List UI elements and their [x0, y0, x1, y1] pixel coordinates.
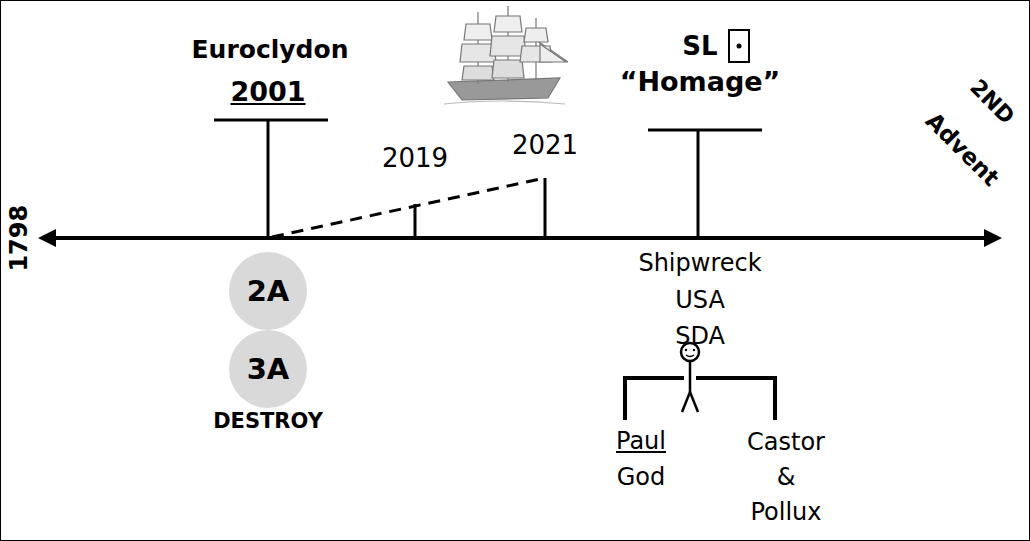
bracket — [625, 378, 684, 420]
circle-label: 2A — [247, 274, 290, 308]
timeline-label: Shipwreck — [638, 250, 761, 276]
bracket — [696, 378, 775, 420]
timeline-axis — [52, 236, 988, 240]
dot — [737, 44, 742, 49]
timeline-label: SDA — [675, 323, 725, 349]
grey-circle: 3A — [229, 330, 307, 408]
timeline-label: God — [617, 464, 666, 490]
timeline-label: SL — [682, 32, 717, 61]
dashed-line — [272, 178, 545, 237]
tick — [544, 178, 547, 238]
marker-stem — [697, 130, 700, 238]
timeline-label: 2021 — [512, 131, 578, 160]
ship-illustration — [444, 6, 568, 104]
grey-circle: 2A — [229, 252, 307, 330]
timeline-label: 2019 — [382, 144, 448, 173]
dot-box — [729, 30, 749, 62]
timeline-label: 2ND — [965, 75, 1019, 129]
marker-bar — [648, 129, 762, 132]
timeline-label: Euroclydon — [192, 36, 349, 64]
timeline-label: Paul — [616, 428, 666, 454]
marker-stem — [267, 120, 270, 238]
timeline-label: Pollux — [750, 499, 821, 525]
tick — [414, 204, 417, 238]
timeline-label: 1798 — [6, 205, 32, 272]
timeline-label: & — [777, 464, 796, 490]
arrow-head — [984, 229, 1002, 247]
timeline-label: “Homage” — [620, 67, 781, 97]
timeline-label: Advent — [920, 108, 1003, 191]
timeline-label: DESTROY — [213, 410, 323, 433]
timeline-label: Castor — [747, 429, 825, 455]
circle-label: 3A — [247, 352, 290, 386]
timeline-label: 2001 — [230, 77, 305, 107]
timeline-label: USA — [675, 287, 725, 313]
arrow-head — [38, 229, 56, 247]
marker-bar — [214, 119, 328, 122]
